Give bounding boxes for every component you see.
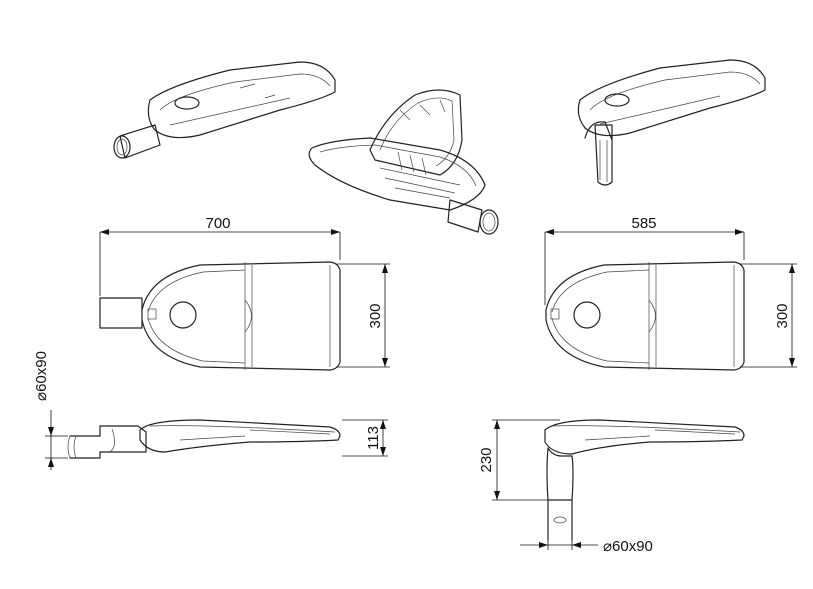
- dim-side-left-pipe: ⌀60x90: [33, 351, 68, 470]
- top-view-left: [99, 261, 341, 371]
- dim-label-300-right: 300: [774, 303, 791, 328]
- iso-view-closed-horizontal: [113, 61, 336, 159]
- dim-side-right-pipe: ⌀60x90: [520, 538, 653, 555]
- dim-side-right-height: 230: [478, 419, 560, 501]
- dim-label-113: 113: [365, 426, 382, 450]
- dim-label-pipe-left: ⌀60x90: [33, 351, 50, 401]
- dim-side-left-height: 113: [342, 419, 388, 457]
- dim-top-left-height: 300: [336, 263, 390, 368]
- iso-view-closed-vertical: [577, 59, 766, 186]
- dim-label-700: 700: [205, 215, 230, 232]
- dim-label-pipe-right: ⌀60x90: [603, 538, 653, 555]
- dim-label-585: 585: [631, 215, 656, 232]
- dim-top-left-width: 700: [99, 215, 341, 296]
- top-view-right: [545, 261, 745, 371]
- dim-top-right-height: 300: [740, 263, 797, 368]
- dim-label-230: 230: [478, 447, 495, 472]
- iso-view-open: [308, 89, 499, 235]
- dim-label-300-left: 300: [367, 303, 384, 328]
- side-view-left: [67, 419, 341, 459]
- dim-top-right-width: 585: [544, 215, 745, 305]
- side-view-right: [544, 419, 745, 541]
